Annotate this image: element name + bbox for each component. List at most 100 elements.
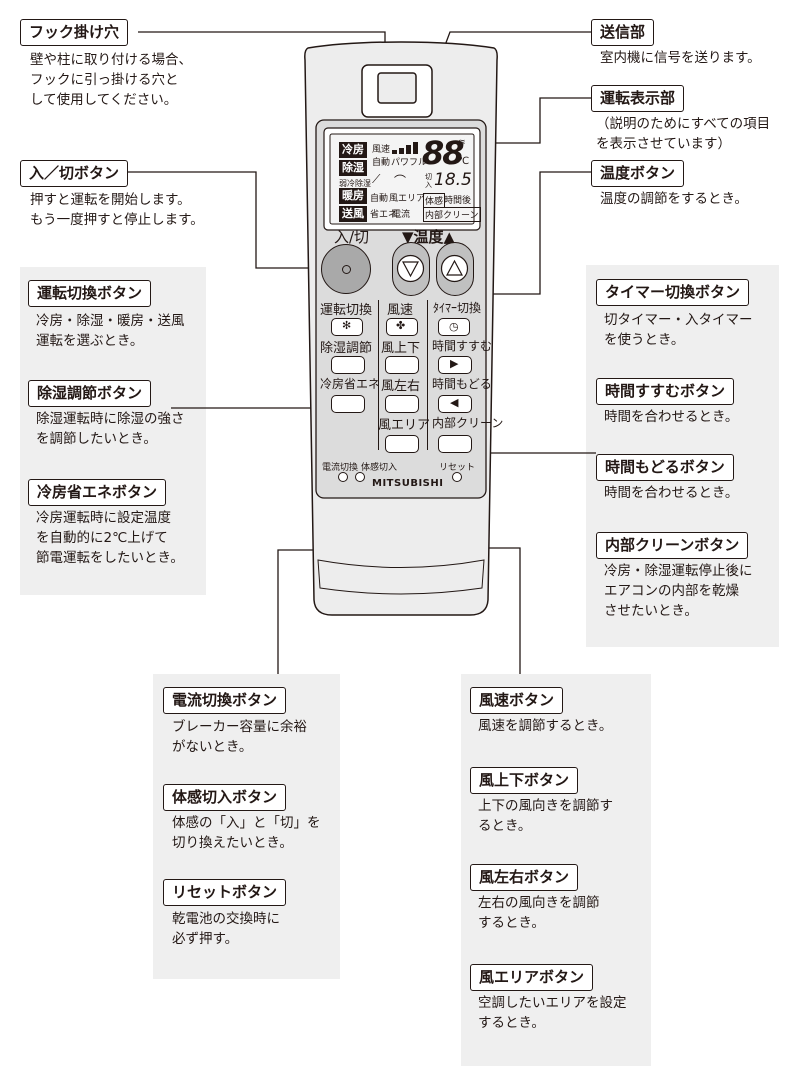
- label-fan-speed: 風速ボタン: [470, 687, 564, 714]
- lcd-temp: 88: [422, 134, 465, 172]
- area-button[interactable]: [385, 435, 419, 453]
- label-time-back: 時間もどるボタン: [596, 454, 734, 481]
- label-timer: タイマー切換ボタン: [596, 279, 750, 306]
- time-fwd-button[interactable]: ▶: [438, 356, 472, 374]
- temp-up-button[interactable]: [436, 242, 474, 296]
- leader-power: [124, 171, 330, 269]
- time-back-label: 時間もどる: [432, 377, 492, 391]
- divider-left: [378, 300, 379, 450]
- desc-clean: 冷房・除湿運転停止後に エアコンの内部を乾燥 させたいとき。: [604, 563, 753, 619]
- lcd-sensor: 体感: [423, 193, 446, 208]
- dehumid-button[interactable]: [331, 356, 365, 374]
- power-label: 入/切: [334, 228, 370, 246]
- lcd-mode-small: 弱冷除湿: [339, 179, 371, 188]
- triangle-up-icon: [440, 254, 469, 283]
- fan-label: 風速: [387, 303, 414, 318]
- desc-transmitter: 室内機に信号を送ります。: [600, 50, 761, 66]
- desc-current: ブレーカー容量に余裕 がないとき。: [172, 719, 307, 755]
- desc-temp: 温度の調節をするとき。: [600, 191, 748, 207]
- label-reset: リセットボタン: [163, 879, 287, 906]
- label-power: 入／切ボタン: [20, 160, 129, 187]
- temp-down-button[interactable]: [392, 242, 430, 296]
- label-clean: 内部クリーンボタン: [596, 532, 749, 559]
- lcd-eco: 省エネ: [370, 210, 398, 220]
- sensor-button[interactable]: [355, 472, 365, 482]
- desc-time-fwd: 時間を合わせるとき。: [604, 409, 739, 425]
- lcd-area: 風エリア: [389, 194, 426, 204]
- current-button[interactable]: [338, 472, 348, 482]
- label-mode: 運転切換ボタン: [28, 280, 152, 307]
- lcd-after: 時間後: [444, 196, 472, 206]
- clean-button[interactable]: [438, 435, 472, 453]
- time-fwd-label: 時間すすむ: [432, 339, 493, 353]
- reset-button[interactable]: [452, 472, 462, 482]
- triangle-down-icon: [396, 254, 425, 283]
- fan-icon: ✤: [396, 319, 406, 332]
- desc-timer: 切タイマー・入タイマー を使うとき。: [604, 312, 753, 348]
- panel-left-buttons: [20, 267, 206, 595]
- vane-lr-button[interactable]: [385, 395, 419, 413]
- fan-level-icon: [392, 142, 418, 154]
- desc-vane-ud: 上下の風向きを調節す るとき。: [478, 798, 613, 834]
- desc-eco: 冷房運転時に設定温度 を自動的に2℃上げて 節電運転をしたいとき。: [36, 510, 184, 566]
- label-dehumid: 除湿調節ボタン: [28, 380, 152, 407]
- desc-area: 空調したいエリアを設定 するとき。: [478, 995, 627, 1031]
- lcd-powerful: パワフル: [391, 158, 428, 168]
- leader-temp: [454, 171, 591, 295]
- desc-vane-lr: 左右の風向きを調節 するとき。: [478, 895, 600, 931]
- lcd-timer-off: 切: [425, 173, 432, 181]
- label-eco: 冷房省エネボタン: [28, 479, 167, 506]
- current-label: 電流切換: [322, 463, 359, 473]
- power-button[interactable]: [321, 244, 371, 294]
- label-temp: 温度ボタン: [591, 160, 685, 187]
- leader-display: [468, 97, 591, 144]
- lcd-auto: 自動: [372, 158, 391, 168]
- desc-fan-speed: 風速を調節するとき。: [478, 718, 613, 734]
- dehumid-label: 除湿調節: [320, 341, 373, 356]
- desc-hook-hole: 壁や柱に取り付ける場合、 フックに引っ掛ける穴と して使用してください。: [30, 52, 192, 108]
- desc-time-back: 時間を合わせるとき。: [604, 485, 739, 501]
- vane-lr-label: 風左右: [381, 379, 421, 394]
- desc-display: （説明のためにすべての項目 を表示させています）: [596, 116, 771, 152]
- lcd-mode-cool: 冷房: [339, 142, 367, 158]
- hook-hole: [377, 72, 417, 104]
- eco-button[interactable]: [331, 395, 365, 413]
- clean-label: 内部クリーン: [432, 416, 504, 430]
- label-transmitter: 送信部: [591, 19, 655, 46]
- vane-icon: ⟋: [372, 172, 381, 186]
- desc-sensor: 体感の「入」と「切」を 切り換えたいとき。: [172, 815, 321, 851]
- signal-icon: ≋: [458, 138, 466, 148]
- lcd-mode-dry: 除湿: [339, 160, 367, 176]
- area-label: 風エリア: [378, 418, 431, 433]
- eco-label: 冷房省エネ: [320, 377, 381, 391]
- lcd-fan-label: 風速: [372, 145, 391, 155]
- sensor-label: 体感切入: [361, 463, 398, 473]
- play-right-icon: ▶: [450, 357, 459, 370]
- label-current: 電流切換ボタン: [163, 687, 287, 714]
- timer-label: ﾀｲﾏｰ切換: [433, 301, 482, 315]
- area-icon: ⌒: [394, 174, 407, 188]
- lcd-timer-on: 入: [425, 181, 432, 189]
- mode-label: 運転切換: [320, 303, 373, 318]
- timer-button[interactable]: ◷: [438, 318, 470, 336]
- reset-label: リセット: [439, 463, 476, 473]
- lcd-auto2: 自動: [370, 194, 389, 204]
- fan-button[interactable]: ✤: [386, 318, 418, 336]
- clock-icon: ◷: [449, 320, 459, 333]
- time-back-button[interactable]: ◀: [438, 395, 472, 413]
- vane-ud-button[interactable]: [385, 356, 419, 374]
- desc-dehumid: 除湿運転時に除湿の強さ を調節したいとき。: [36, 411, 185, 447]
- label-display: 運転表示部: [591, 85, 685, 112]
- brand-logo: MITSUBISHI: [372, 478, 444, 489]
- vane-ud-label: 風上下: [381, 341, 421, 356]
- panel-bottom-left: [153, 674, 340, 979]
- label-vane-ud: 風上下ボタン: [470, 767, 579, 794]
- lcd-current: 電流: [392, 210, 411, 220]
- label-area: 風エリアボタン: [470, 964, 594, 991]
- desc-power: 押すと運転を開始します。 もう一度押すと停止します。: [30, 192, 204, 228]
- desc-mode: 冷房・除湿・暖房・送風 運転を選ぶとき。: [36, 313, 185, 349]
- label-hook-hole: フック掛け穴: [20, 19, 129, 46]
- temp-label: ▼温度▲: [402, 228, 456, 246]
- mode-button[interactable]: ✻: [331, 318, 363, 336]
- play-left-icon: ◀: [450, 396, 459, 409]
